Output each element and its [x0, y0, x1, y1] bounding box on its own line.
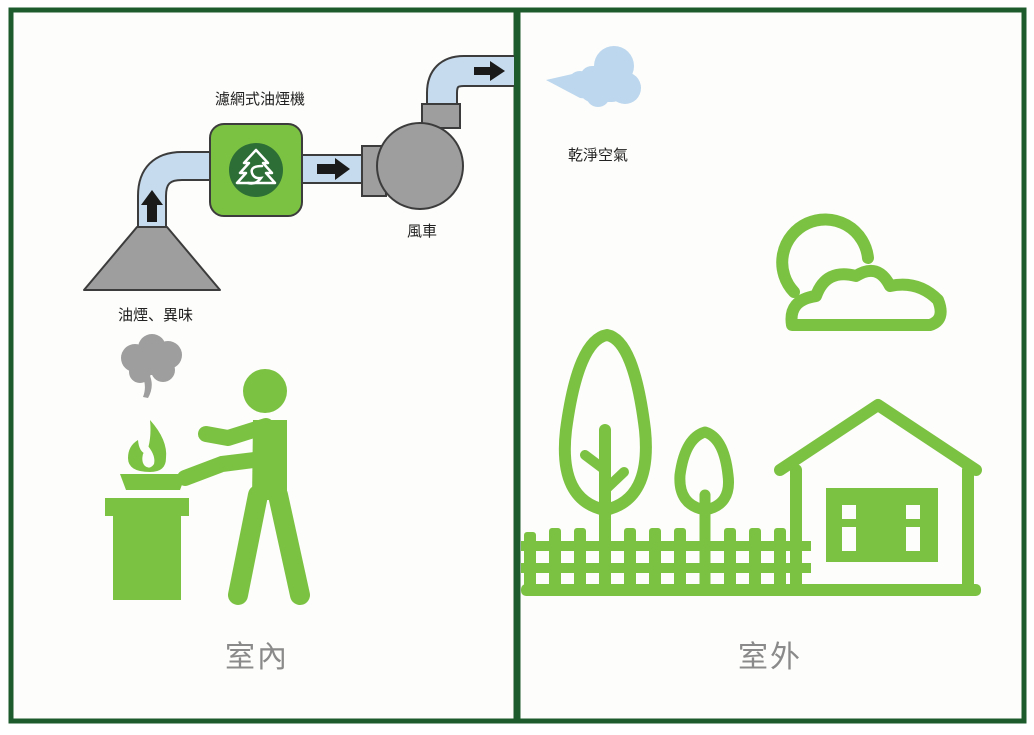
label-clean-air: 乾淨空氣 [568, 146, 629, 164]
range-hood [83, 226, 221, 291]
outdoor-panel [515, 7, 1027, 724]
label-filter-unit: 濾網式油煙機 [215, 90, 306, 108]
stove-counter [113, 514, 181, 600]
fire-icon [128, 420, 167, 472]
fence-icon [521, 528, 811, 590]
label-outdoor: 室外 [738, 640, 802, 675]
clean-air-cloud-icon [546, 46, 641, 107]
house-icon [774, 399, 982, 596]
sun-icon [776, 213, 874, 298]
stove-top [105, 498, 189, 516]
smoke-cloud-icon [121, 334, 182, 398]
frying-pan [120, 474, 186, 490]
label-smoke: 油煙、異味 [118, 306, 194, 324]
fan-unit [361, 103, 464, 210]
ground-line [521, 584, 981, 596]
flow-arrow-icon [474, 61, 505, 81]
person-cooking-icon [177, 369, 310, 605]
flow-arrow-icon [317, 158, 350, 180]
cloud-icon [785, 264, 947, 331]
label-fan: 風車 [407, 222, 438, 240]
tree-icon [558, 329, 652, 591]
flow-arrow-icon [141, 190, 163, 222]
filter-tree-logo-icon [229, 143, 283, 197]
label-indoor: 室內 [225, 640, 289, 675]
